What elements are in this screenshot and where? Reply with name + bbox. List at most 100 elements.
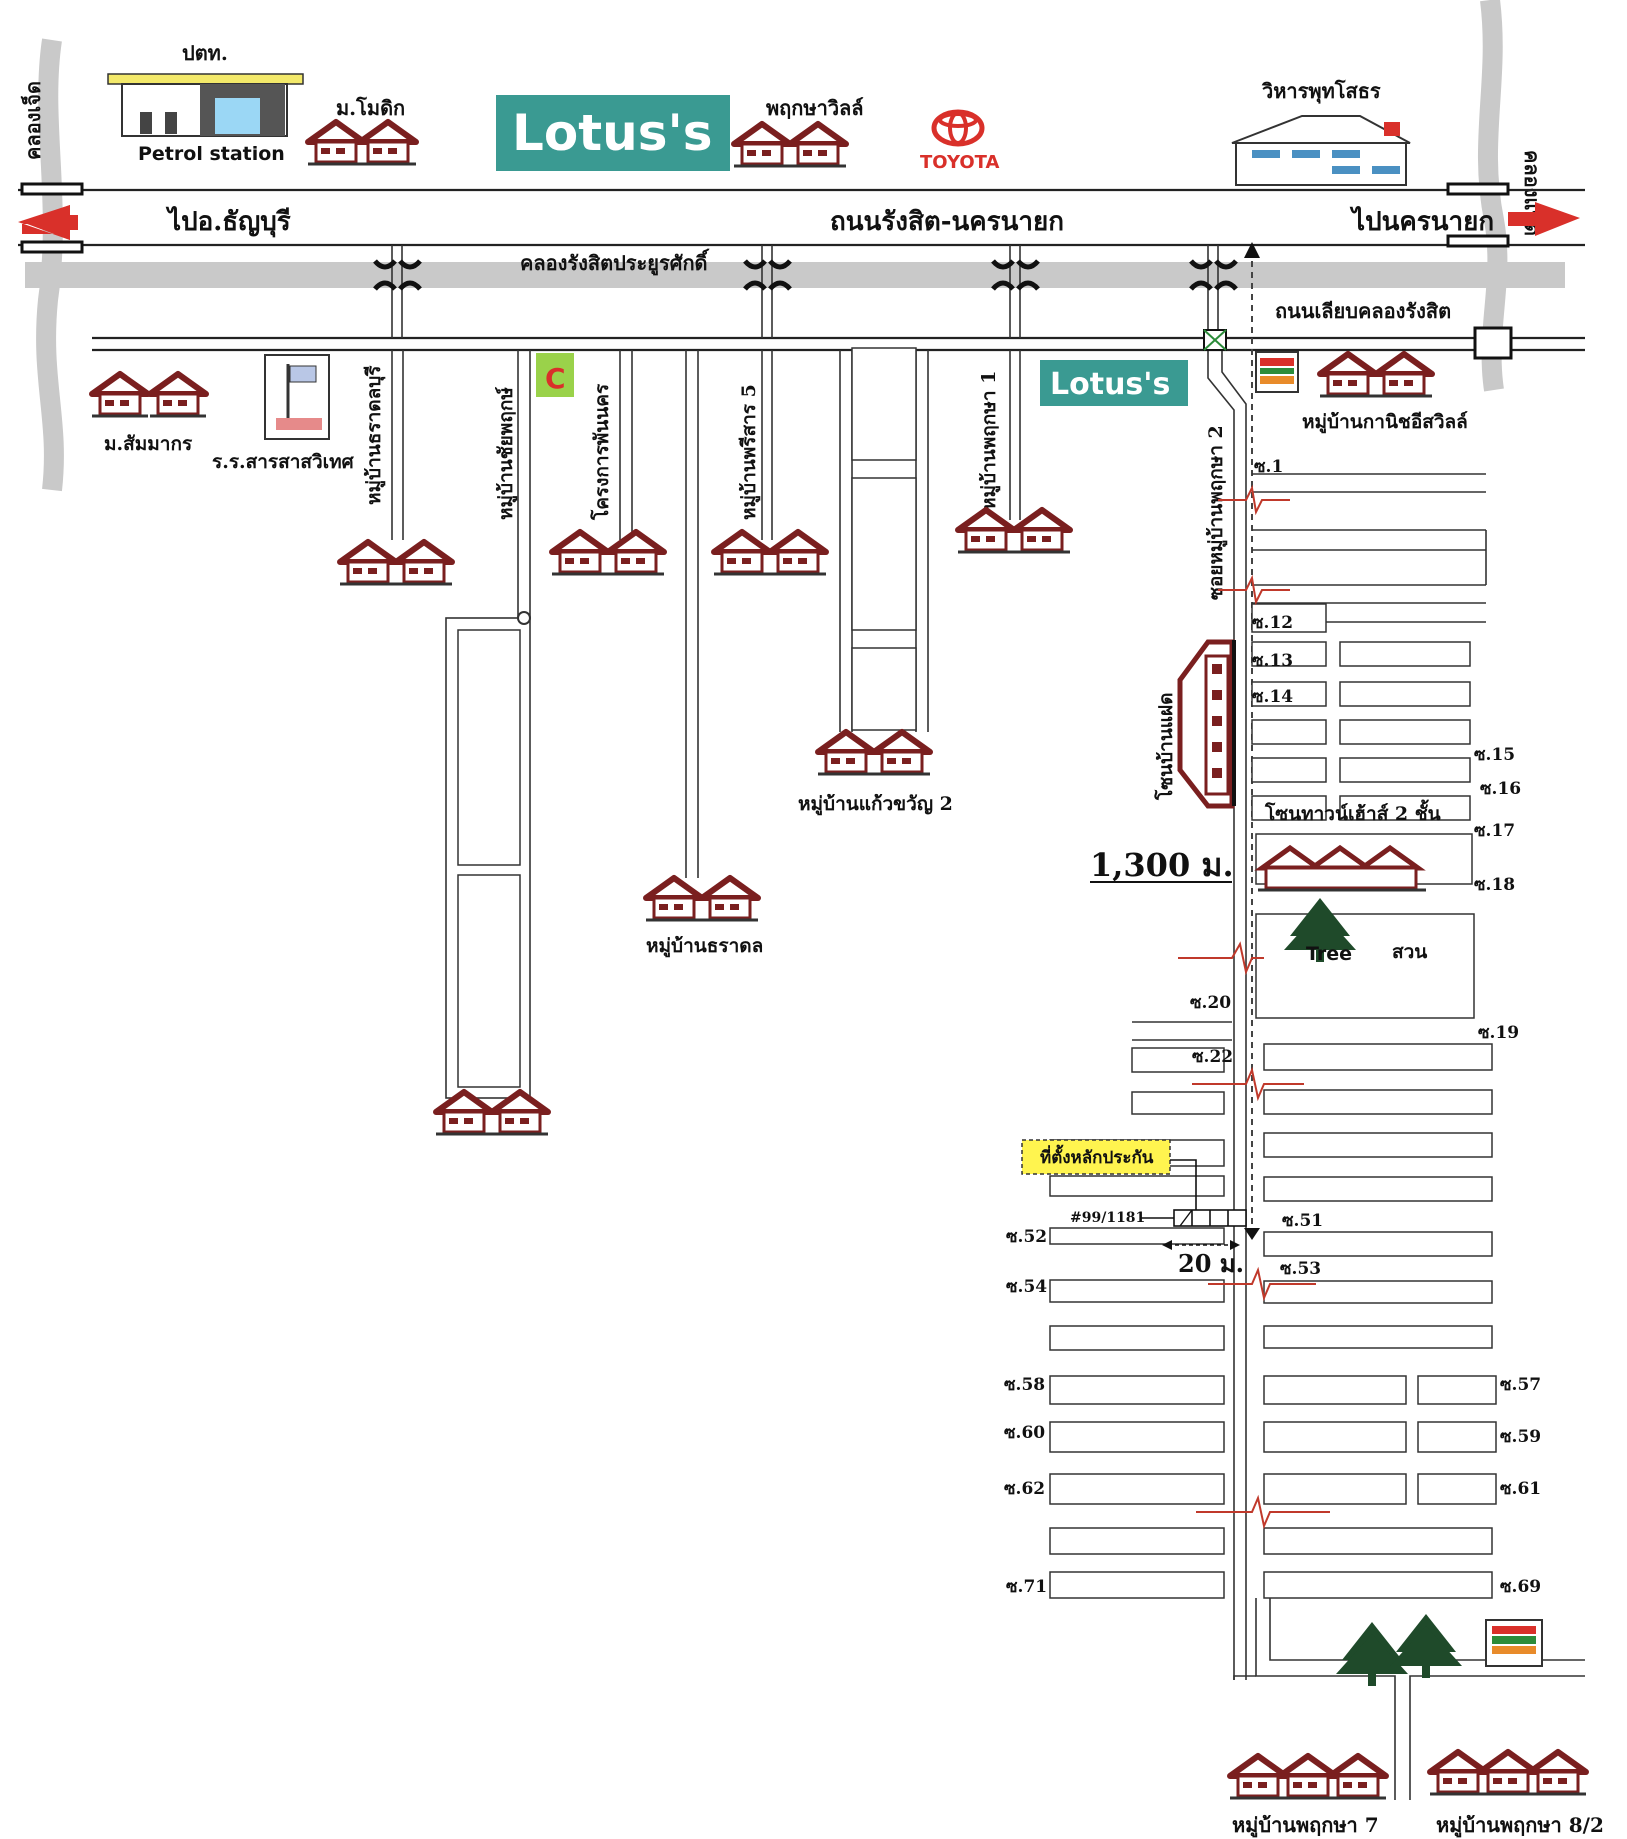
soi-62-label: ซ.62 [1004, 1479, 1045, 1499]
bridge-left-top [20, 182, 84, 196]
soi-19-label: ซ.19 [1478, 1023, 1519, 1043]
temple-icon [1231, 115, 1411, 186]
v-kaewkwan2-label: หมู่บ้านแก้วขวัญ 2 [798, 793, 953, 816]
soi-53-label: ซ.53 [1280, 1259, 1321, 1279]
arrow-right [1508, 202, 1580, 236]
distance-1300-label: 1,300 ม. [1090, 846, 1234, 884]
lotus-main-logo [496, 95, 730, 171]
v-thara-thonburi-label: หมู่บ้านธราดลบุรี [363, 365, 386, 505]
bridge-right-top [1446, 182, 1510, 196]
house-icon [790, 124, 846, 166]
soi-69-label: ซ.69 [1500, 1577, 1541, 1597]
house-icon [958, 510, 1014, 552]
lotus-main-label: Lotus's [512, 104, 713, 162]
phruksa-ville-label: พฤกษาวิลล์ [766, 96, 864, 120]
soi-22-label: ซ.22 [1192, 1047, 1233, 1067]
petrol-top-label: ปตท. [182, 41, 228, 65]
m-sammakorn-label: ม.สัมมากร [104, 433, 193, 455]
twin-house-zone-icon [1177, 639, 1236, 809]
east-sois [1251, 473, 1497, 1599]
soi-57-label: ซ.57 [1500, 1375, 1541, 1395]
plot-number-label: #99/1181 [1070, 1210, 1145, 1226]
house-icon [308, 122, 364, 164]
soi-54-label: ซ.54 [1006, 1277, 1047, 1297]
soi-20-label: ซ.20 [1190, 993, 1231, 1013]
soi-52-label: ซ.52 [1006, 1227, 1047, 1247]
tree-label: Tree [1306, 943, 1352, 965]
canal-name-label: คลองรังสิตประยูรศักดิ์ [520, 248, 710, 277]
seven-eleven-bottom-icon [1485, 1619, 1543, 1667]
to-nakhon-nayok-label: ไปนครนายก [1349, 205, 1494, 237]
soi-1-label: ซ.1 [1254, 457, 1283, 477]
soi-58-label: ซ.58 [1004, 1375, 1045, 1395]
house-icon [770, 532, 826, 574]
canal-left [36, 38, 64, 492]
soi-71-label: ซ.71 [1006, 1577, 1047, 1597]
house-icon [734, 124, 790, 166]
soi-16-label: ซ.16 [1480, 779, 1521, 799]
v-phruksa7-label: หมู่บ้านพฤกษา 7 [1232, 1813, 1379, 1839]
bridge-left-bottom [20, 240, 84, 254]
house-icon [552, 532, 608, 574]
soi-13-label: ซ.13 [1252, 651, 1293, 671]
soi-14-label: ซ.14 [1252, 687, 1293, 707]
v-phruksa1-label: หมู่บ้านพฤกษา 1 [978, 371, 1001, 510]
soi-phruksa2-label: ซอยหมู่บ้านพฤกษา 2 [1205, 425, 1228, 600]
soi-51-label: ซ.51 [1282, 1211, 1323, 1231]
petrol-label: Petrol station [138, 143, 285, 165]
house-icon [646, 878, 702, 920]
project-phan-label: โครงการพันนคร [590, 383, 613, 521]
toyota-label: TOYOTA [920, 152, 1000, 173]
house-icon [396, 542, 452, 584]
soi-59-label: ซ.59 [1500, 1427, 1541, 1447]
soi-18-label: ซ.18 [1474, 875, 1515, 895]
house-icon [818, 732, 874, 774]
v-kanit-label: หมู่บ้านกานิชอีสวิลล์ [1302, 411, 1468, 434]
big-c-icon [536, 353, 574, 397]
house-icon [702, 878, 758, 920]
zone-twin-label: โซนบ้านแฝด [1154, 692, 1177, 801]
bypass-road-label: ถนนเลียบคลองรังสิต [1275, 299, 1451, 323]
canal-left-label: คลองเจ็ด [20, 81, 45, 160]
v-phrisa5-label: หมู่บ้านพรีสาร 5 [738, 384, 761, 520]
soi-15-label: ซ.15 [1474, 745, 1515, 765]
soi-12-label: ซ.12 [1252, 613, 1293, 633]
village-streets [391, 347, 1021, 1099]
house-icon [92, 374, 148, 416]
v-phruksa7-houses [1230, 1756, 1386, 1798]
lotus-small-label: Lotus's [1050, 367, 1170, 402]
south-roads [1233, 1598, 1585, 1800]
soi-phruksa2-road [1203, 242, 1260, 1680]
to-thanyaburi-label: ไปอ.ธัญบุรี [165, 205, 291, 238]
arrow-left-head [22, 205, 78, 240]
petrol-station-icon [107, 73, 304, 137]
v-phruksa82-label: หมู่บ้านพฤกษา 8/2 [1436, 1813, 1604, 1839]
lotus-small-logo [1040, 360, 1188, 406]
house-icon [340, 542, 396, 584]
house-icon [150, 374, 206, 416]
collateral-marker-box [1021, 1139, 1171, 1175]
bridge-right-bottom [1446, 234, 1510, 248]
townhouse-icon [1254, 844, 1426, 892]
toyota-logo-icon [931, 109, 985, 147]
house-icon [608, 532, 664, 574]
collateral-plots [1173, 1209, 1247, 1227]
house-icon [1014, 510, 1070, 552]
school-label: ร.ร.สารสาสวิเทศ [212, 451, 355, 473]
house-icon [360, 122, 416, 164]
soi-60-label: ซ.60 [1004, 1423, 1045, 1443]
soi-17-label: ซ.17 [1474, 821, 1515, 841]
west-sois [1049, 1021, 1232, 1599]
school-flag-icon [264, 354, 330, 440]
house-icon [1376, 354, 1432, 396]
main-road-label: ถนนรังสิต-นครนายก [830, 207, 1064, 237]
v-chanya-phruek-label: หมู่บ้านชัยพฤกษ์ [495, 387, 518, 520]
road-breaks [1178, 484, 1330, 1530]
v-tharadol-label: หมู่บ้านธราดล [646, 935, 763, 958]
big-c-mark-icon: C [545, 362, 566, 395]
canal-crossings [375, 245, 1513, 360]
house-icon [874, 732, 930, 774]
soi-61-label: ซ.61 [1500, 1479, 1541, 1499]
seven-eleven-icon [1255, 351, 1299, 393]
